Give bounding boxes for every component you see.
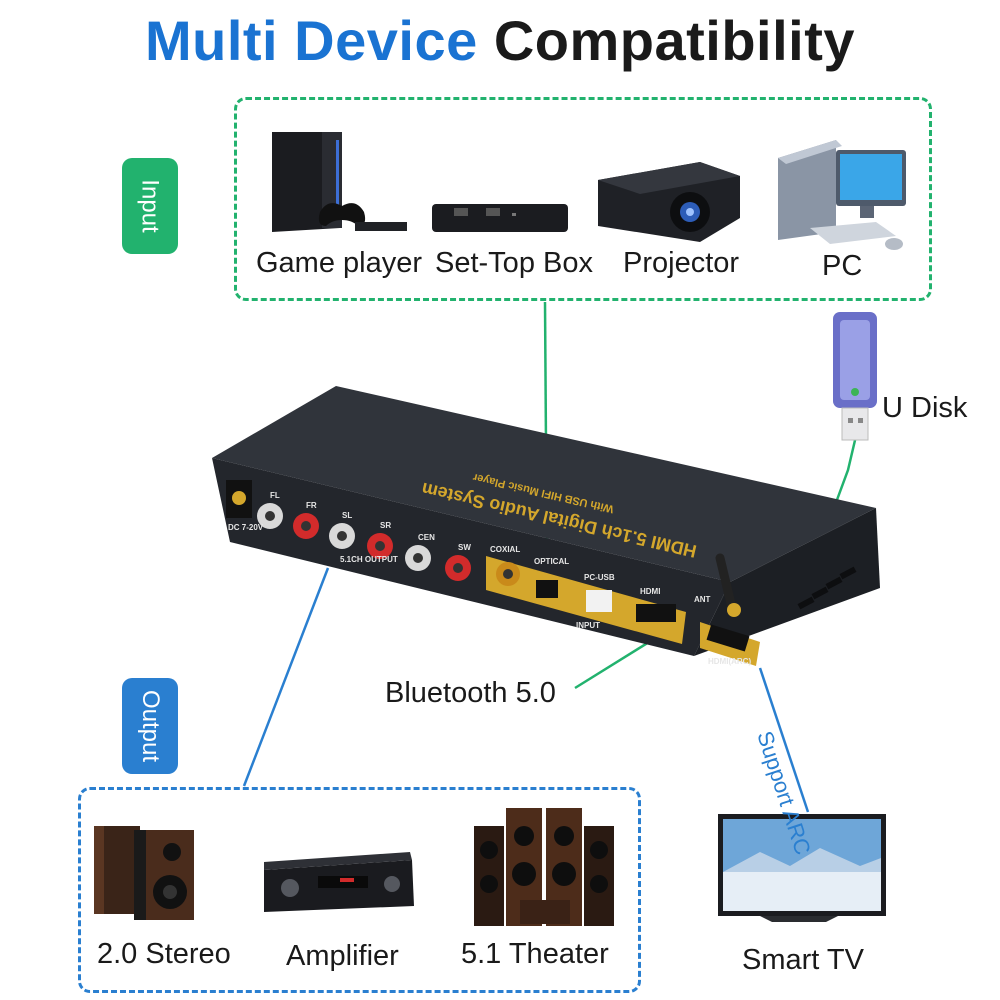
output-label-theater: 5.1 Theater — [461, 938, 609, 970]
ant-label: ANT — [694, 595, 711, 604]
port-label-2: OPTICAL — [534, 557, 569, 566]
output-label-amplifier: Amplifier — [286, 940, 399, 972]
port-label-1: COXIAL — [490, 545, 520, 554]
rca-label-5: CEN — [418, 533, 435, 542]
input-label-set-top-box: Set-Top Box — [435, 247, 593, 279]
input-group-label: INPUT — [576, 621, 600, 630]
audio-system-device — [212, 386, 880, 666]
u-disk-connector — [832, 435, 858, 509]
rca-label-3: SL — [342, 511, 352, 520]
rca-label-4: SR — [380, 521, 391, 530]
page-title: Multi Device Compatibility — [0, 8, 1000, 73]
output-tag: Output — [122, 678, 178, 774]
u-disk-label: U Disk — [882, 392, 968, 424]
input-devices-box — [234, 97, 932, 301]
pc-icon — [778, 140, 906, 250]
rca-label-2: FR — [306, 501, 317, 510]
rca-label-1: FL — [270, 491, 280, 500]
output-devices-box — [78, 787, 641, 993]
port-label-4: HDMI — [640, 587, 660, 596]
speaker-output-connector — [242, 567, 330, 787]
smart-tv-label: Smart TV — [742, 944, 864, 976]
projector-icon — [598, 162, 740, 242]
input-label-game-player: Game player — [256, 247, 423, 279]
title-part-1: Multi Device — [144, 9, 478, 72]
output-label-stereo: 2.0 Stereo — [97, 938, 231, 970]
set-top-box-icon — [432, 204, 568, 232]
rca-group-label: 5.1CH OUTPUT — [340, 555, 398, 564]
port-label-3: PC-USB — [584, 573, 615, 582]
title-part-2: Compatibility — [493, 9, 855, 72]
input-tag: Input — [122, 158, 178, 254]
arc-port-label: HDMI(ARC) — [708, 657, 751, 666]
bluetooth-label: Bluetooth 5.0 — [385, 677, 556, 709]
tv-arc-connector — [758, 667, 810, 813]
home-theater-icon — [474, 808, 614, 926]
stereo-speakers-icon — [94, 826, 194, 920]
rca-label-6: SW — [458, 543, 471, 552]
input-label-pc: PC — [822, 250, 863, 282]
u-disk-icon — [833, 312, 877, 441]
smart-tv-icon — [718, 814, 886, 922]
amplifier-icon — [264, 852, 414, 912]
dc-label: DC 7-20V — [228, 523, 264, 532]
input-label-projector: Projector — [623, 247, 740, 279]
game-console-icon — [272, 132, 407, 232]
